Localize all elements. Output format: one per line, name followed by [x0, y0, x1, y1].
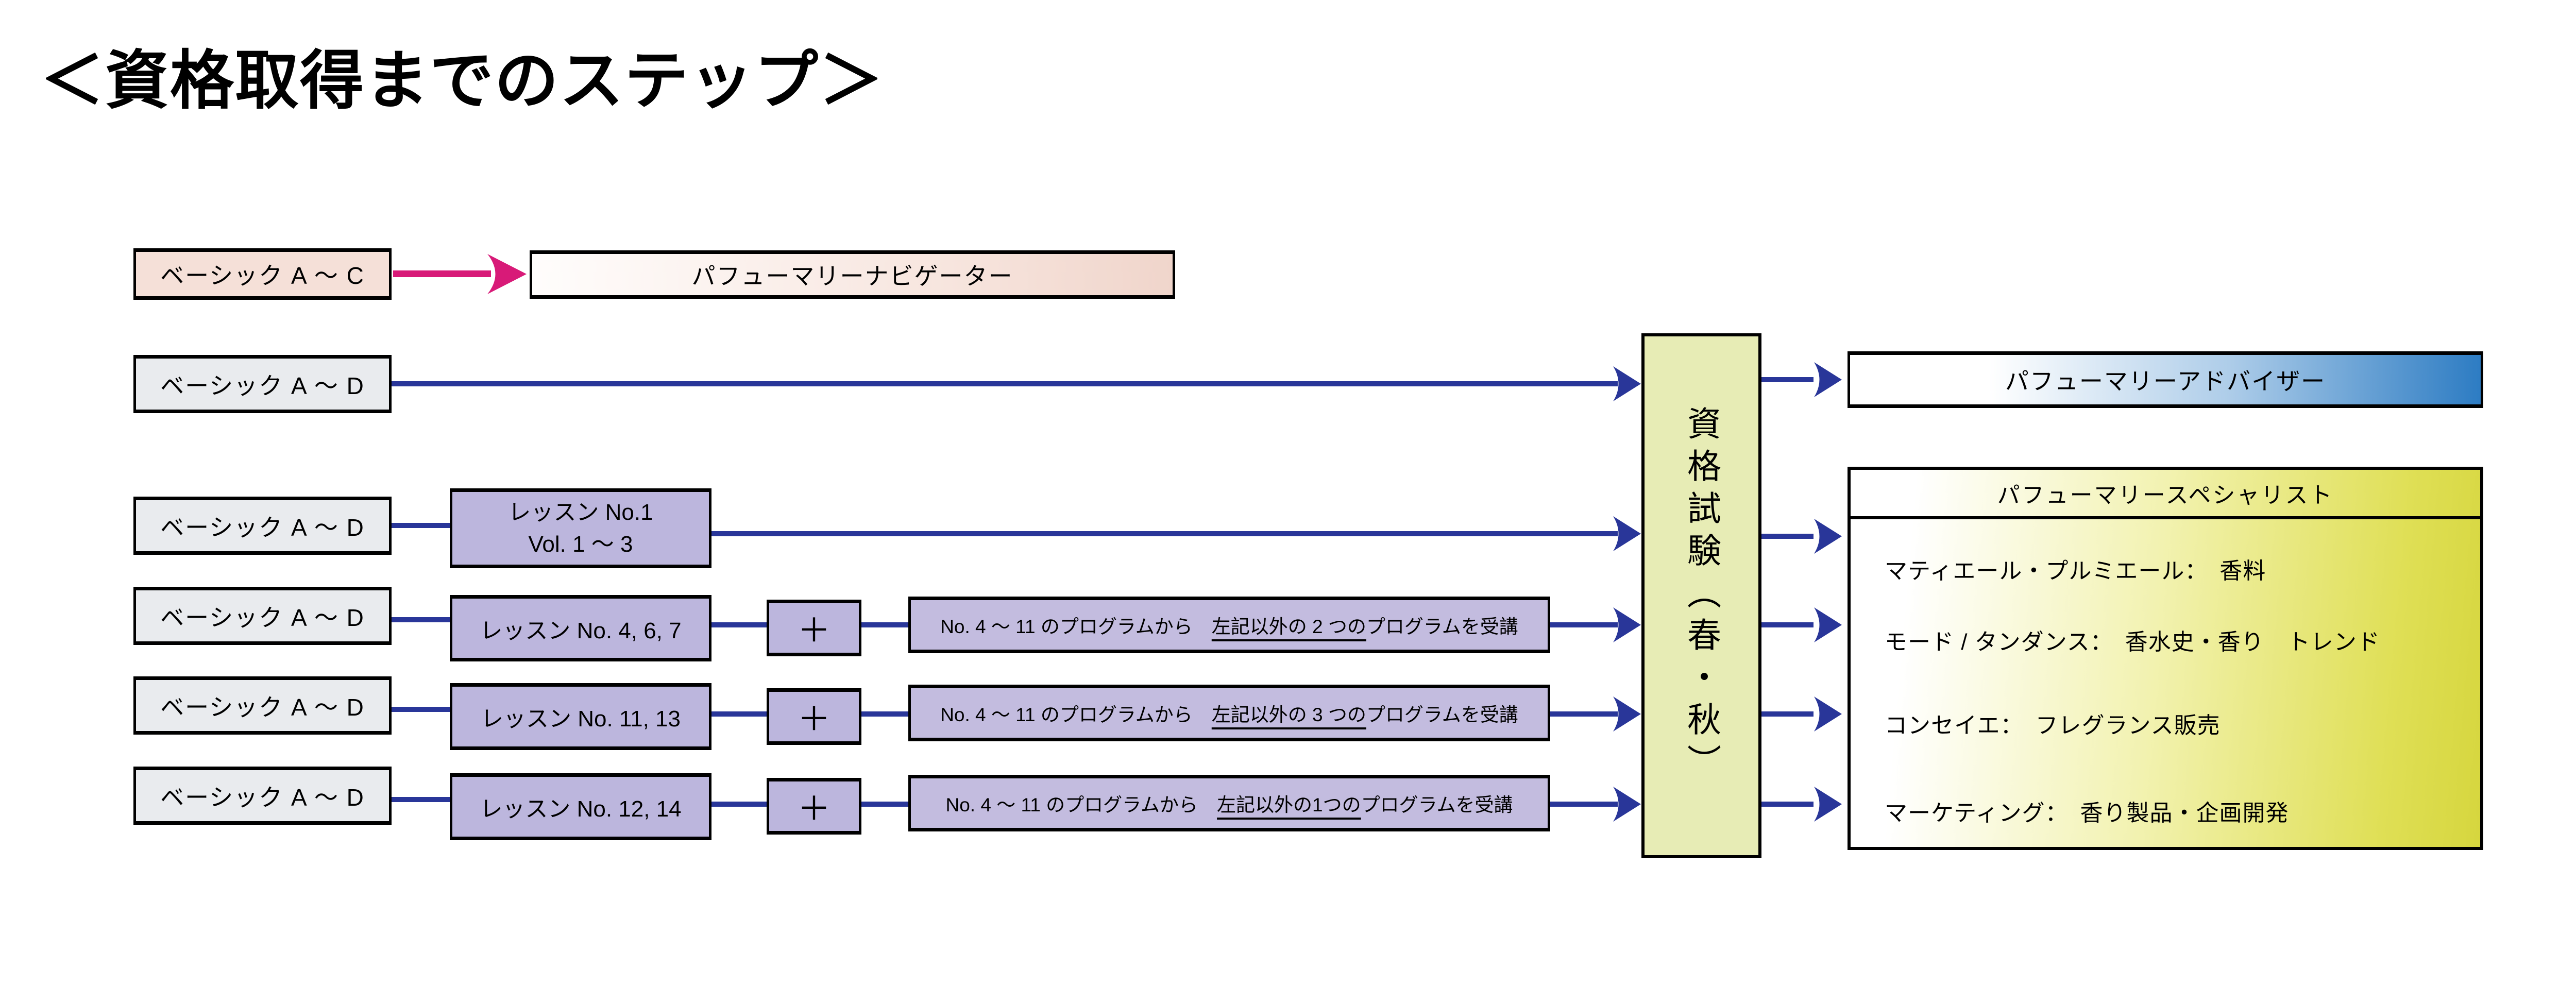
basic-a-d-box-row5: ベーシック A ～ D	[133, 676, 392, 735]
flow-line-row2	[392, 381, 1618, 386]
flow-line-row6	[1550, 802, 1618, 807]
specialist-header: パフューマリースペシャリスト	[1851, 470, 2480, 519]
lesson-no1-line2: Vol. 1 ～ 3	[528, 531, 633, 557]
blue-arrow-right-icon	[1613, 786, 1641, 823]
program-underlined: 左記以外の 3 つの	[1211, 704, 1366, 725]
program-requirement-box-2: No. 4 ～ 11 のプログラムから 左記以外の 2 つのプログラムを受講	[908, 597, 1550, 653]
blue-arrow-right-icon	[1814, 518, 1842, 555]
basic-a-d-box-row4: ベーシック A ～ D	[133, 587, 392, 645]
program-suffix: プログラムを受講	[1366, 616, 1518, 637]
blue-arrow-right-icon	[1814, 695, 1842, 733]
specialist-item-marketing: マーケティング： 香り製品・企画開発	[1885, 801, 2289, 826]
lesson-no1-box: レッスン No.1 Vol. 1 ～ 3	[450, 488, 711, 568]
program-prefix: No. 4 ～ 11 のプログラムから	[940, 616, 1212, 637]
lesson-467-box: レッスン No. 4, 6, 7	[450, 595, 711, 661]
specialist-item-conseille: コンセイエ： フレグランス販売	[1885, 713, 2221, 738]
program-requirement-box-3: No. 4 ～ 11 のプログラムから 左記以外の 3 つのプログラムを受講	[908, 685, 1550, 741]
flow-line-row4	[1550, 622, 1618, 627]
blue-arrow-right-icon	[1814, 786, 1842, 823]
basic-a-d-box-row3: ベーシック A ～ D	[133, 497, 392, 555]
lesson-no1-line1: レッスン No.1	[508, 499, 653, 525]
blue-arrow-right-icon	[1814, 361, 1842, 398]
program-underlined: 左記以外の1つの	[1217, 794, 1361, 815]
qualification-exam-box: 資格試験（春・秋）	[1641, 333, 1761, 858]
specialist-box: パフューマリースペシャリスト マティエール・プルミエール： 香料 モード / タ…	[1848, 467, 2483, 850]
connector-line	[711, 802, 767, 807]
navigator-box: パフューマリーナビゲーター	[530, 250, 1175, 299]
flow-line-specialist-4	[1761, 802, 1814, 807]
flow-line-specialist-2	[1761, 622, 1814, 627]
connector-line	[392, 707, 450, 712]
basic-a-c-box: ベーシック A ～ C	[133, 248, 392, 300]
program-requirement-box-1: No. 4 ～ 11 のプログラムから 左記以外の1つのプログラムを受講	[908, 775, 1550, 831]
blue-arrow-right-icon	[1613, 515, 1641, 552]
flow-line-advisor	[1761, 377, 1814, 382]
connector-line	[711, 622, 767, 627]
flow-line-row5	[1550, 711, 1618, 717]
basic-a-d-box-row2: ベーシック A ～ D	[133, 355, 392, 413]
specialist-item-mode: モード / タンダンス： 香水史・香り トレンド	[1885, 630, 2380, 655]
plus-box: ＋	[767, 778, 861, 835]
connector-line	[392, 617, 450, 622]
connector-line	[392, 523, 450, 528]
qualification-exam-label: 資格試験（春・秋）	[1683, 405, 1721, 786]
pink-arrow-line	[393, 270, 491, 277]
advisor-box: パフューマリーアドバイザー	[1848, 351, 2483, 408]
pink-arrow-right-icon	[487, 253, 527, 295]
blue-arrow-right-icon	[1613, 365, 1641, 402]
connector-line	[861, 711, 908, 717]
lesson-1214-box: レッスン No. 12, 14	[450, 773, 711, 840]
blue-arrow-right-icon	[1613, 606, 1641, 643]
connector-line	[392, 797, 450, 802]
blue-arrow-right-icon	[1814, 606, 1842, 643]
program-suffix: プログラムを受講	[1366, 704, 1518, 725]
page-title: ＜資格取得までのステップ＞	[40, 45, 885, 116]
specialist-item-matiere: マティエール・プルミエール： 香料	[1885, 558, 2266, 584]
connector-line	[861, 622, 908, 627]
blue-arrow-right-icon	[1613, 695, 1641, 733]
connector-line	[711, 711, 767, 717]
flow-line-specialist-3	[1761, 711, 1814, 717]
flow-line-row3	[711, 531, 1618, 536]
plus-box: ＋	[767, 688, 861, 745]
program-suffix: プログラムを受講	[1361, 794, 1513, 815]
basic-a-d-box-row6: ベーシック A ～ D	[133, 767, 392, 825]
program-prefix: No. 4 ～ 11 のプログラムから	[945, 794, 1217, 815]
lesson-1113-box: レッスン No. 11, 13	[450, 683, 711, 750]
program-prefix: No. 4 ～ 11 のプログラムから	[940, 704, 1212, 725]
connector-line	[861, 802, 908, 807]
program-underlined: 左記以外の 2 つの	[1211, 616, 1366, 637]
plus-box: ＋	[767, 600, 861, 656]
flow-line-specialist-1	[1761, 534, 1814, 539]
